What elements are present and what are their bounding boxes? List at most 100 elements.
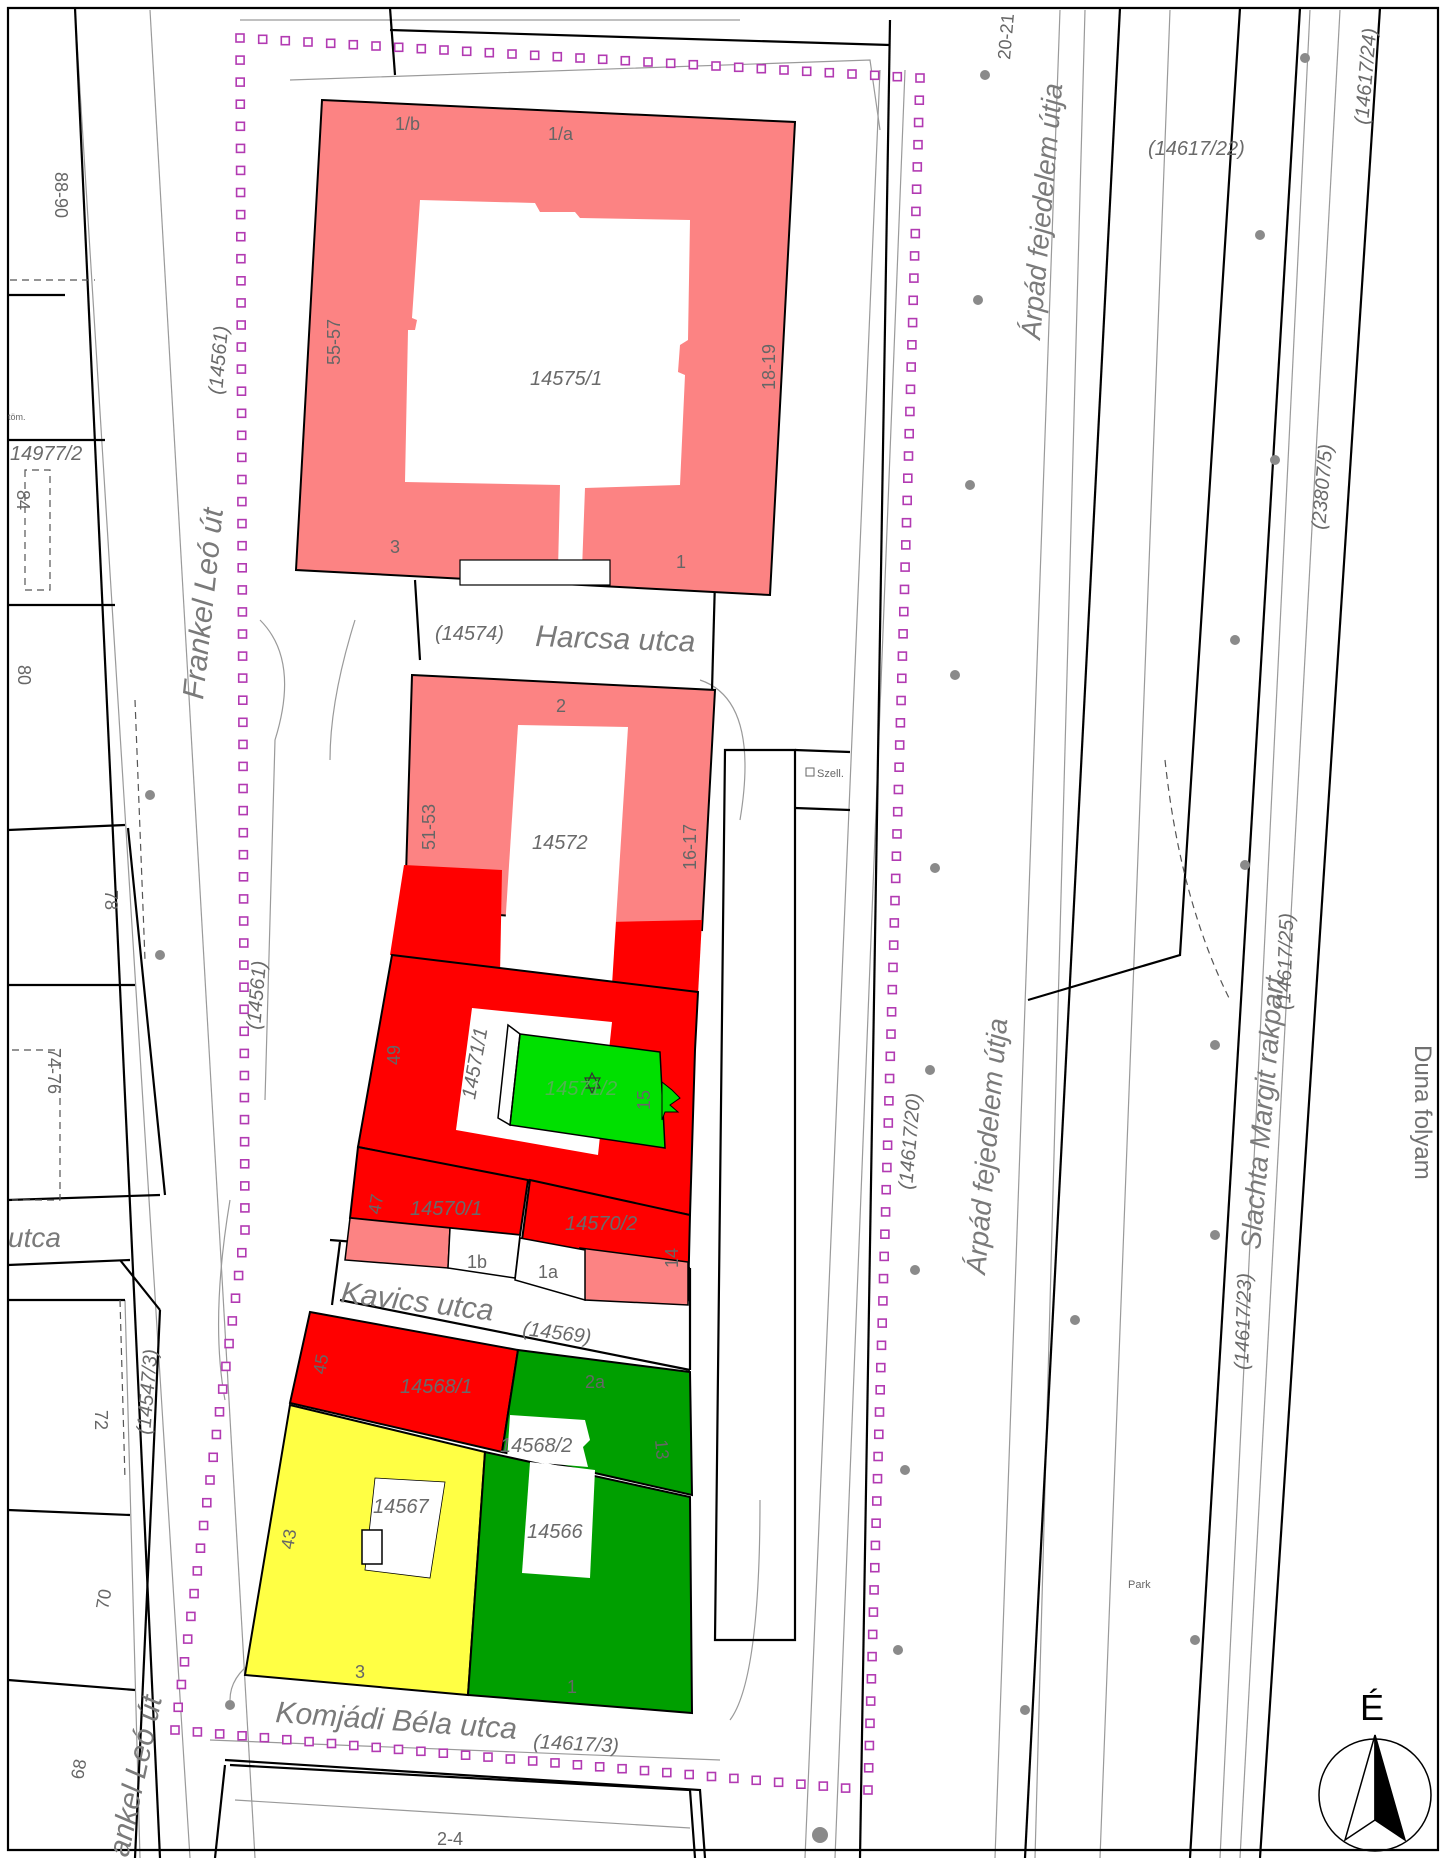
boundary-marker [892,829,902,839]
label-14568-2: 14568/2 [500,1435,572,1457]
boundary-marker [869,70,880,81]
boundary-marker [900,540,911,550]
boundary-marker [863,1785,873,1795]
boundary-marker [240,1225,250,1235]
boundary-marker [886,1006,897,1017]
label-14561-a: (14561) [205,325,233,396]
boundary-marker [711,61,721,71]
courtyard-14575-1 [405,200,690,570]
boundary-marker [597,54,608,65]
hn-2a: 2a [585,1372,606,1392]
boundary-marker [874,1407,885,1417]
boundary-marker [911,206,921,217]
boundary-marker [888,962,898,973]
boundary-marker [884,1096,894,1106]
boundary-marker [236,320,246,330]
boundary-marker [876,1340,887,1351]
boundary-marker [238,849,249,860]
hn-1b: 1b [467,1252,487,1272]
boundary-marker [878,1296,888,1306]
boundary-marker [483,1752,493,1762]
label-14617-25: (14617/25) [1273,913,1298,1010]
boundary-marker [889,918,900,928]
boundary-marker [867,1651,877,1662]
hn-15: 15 [634,1090,654,1110]
boundary-marker [236,231,246,242]
hn-1-lower: 1 [567,1677,577,1697]
boundary-marker [620,55,631,66]
label-14572: 14572 [532,832,588,854]
hn-3-lower: 3 [355,1662,365,1682]
boundary-marker [870,1540,881,1551]
dashed-lines [10,279,1231,1481]
boundary-marker [575,53,585,63]
boundary-marker [281,1734,292,1745]
hn-72: 72 [91,1410,111,1430]
label-14617-23: (14617/23) [1231,1273,1256,1370]
boundary-marker [238,761,248,772]
boundary-marker [887,984,898,995]
boundary-marker [910,228,921,239]
boundary-marker [235,77,245,87]
boundary-marker [505,1754,516,1764]
boundary-marker [903,451,914,461]
boundary-marker [898,628,908,639]
boundary-marker [915,73,925,83]
building-14566 [522,1462,595,1578]
label-14570-1: 14570/1 [410,1198,482,1220]
boundary-marker [238,695,248,706]
boundary-marker [818,1781,829,1791]
boundary-marker [235,187,246,198]
boundary-marker [237,452,247,463]
label-14617-22: (14617/22) [1148,138,1245,160]
hn-84: 84 [13,490,33,510]
boundary-marker [873,1451,883,1462]
boundary-marker [881,1184,892,1195]
boundary-marker [227,1316,238,1326]
label-14570-2: 14570/2 [565,1213,637,1235]
boundary-marker [906,362,917,372]
boundary-marker [371,41,381,51]
boundary-marker [914,95,925,105]
boundary-marker [665,58,676,69]
boundary-marker [237,585,248,595]
road-outlines [74,9,1341,1858]
boundary-marker [905,384,916,395]
boundary-marker [880,1207,891,1217]
courtyard-14572 [502,725,628,985]
boundary-marker [893,784,904,795]
boundary-marker [801,66,812,77]
hn-1b-top: 1/b [395,114,420,134]
boundary-marker [879,1251,890,1262]
boundary-marker [882,1140,893,1150]
boundary-marker [883,1118,894,1128]
boundary-marker [484,47,495,58]
boundary-marker [898,606,909,617]
boundary-marker [236,253,246,264]
boundary-marker [912,162,923,172]
boundary-marker [907,317,918,328]
boundary-marker [913,139,923,150]
boundary-marker [257,34,268,45]
boundary-marker [182,1634,193,1644]
boundary-marker [240,1181,250,1191]
boundary-marker [239,1048,250,1059]
boundary-marker [902,473,913,484]
parcel-14566[interactable] [466,1450,694,1715]
boundary-marker [239,982,249,993]
boundary-marker [304,1736,314,1747]
boundary-marker [205,1475,215,1485]
boundary-marker [235,143,246,154]
boundary-marker [871,1496,882,1506]
boundary-marker [236,275,246,286]
boundary-marker [550,1758,560,1768]
boundary-marker [235,165,246,176]
hn-88-90: 88-90 [51,172,71,218]
boundary-marker [899,584,910,595]
boundary-marker [237,1731,247,1741]
boundary-marker [214,1407,225,1417]
boundary-marker [869,1585,879,1595]
boundary-marker [756,63,767,74]
boundary-marker [866,1674,877,1684]
boundary-marker [729,1773,739,1784]
